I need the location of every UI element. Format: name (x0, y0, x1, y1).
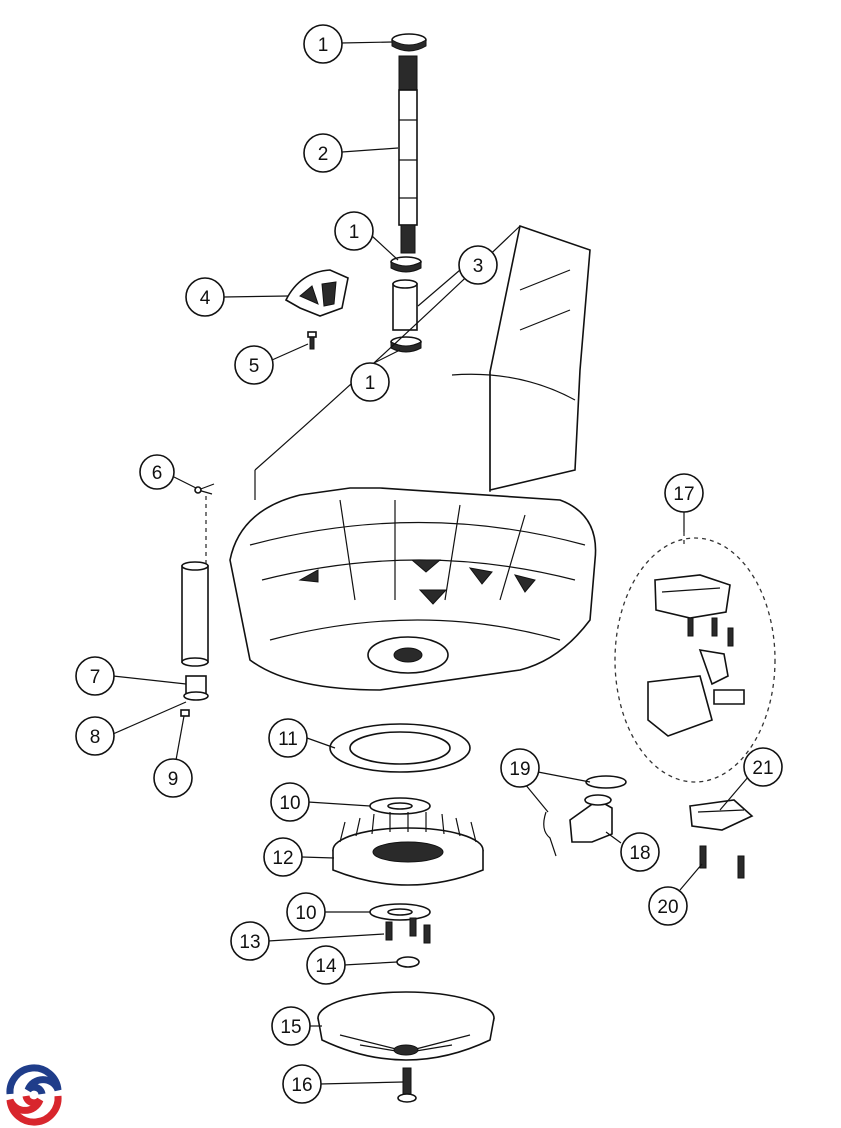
part-shaft (398, 55, 418, 254)
callout-15: 15 (271, 1006, 311, 1046)
part-clip (180, 709, 190, 717)
svg-text:9: 9 (168, 769, 179, 790)
callout-4: 4 (185, 277, 225, 317)
svg-text:12: 12 (272, 848, 293, 869)
part-bracket (284, 269, 349, 317)
svg-text:3: 3 (473, 256, 484, 277)
callout-7: 7 (75, 656, 115, 696)
part-bearing-middle (390, 256, 422, 273)
svg-text:5: 5 (249, 356, 260, 377)
leader-lines (112, 41, 750, 1085)
svg-text:16: 16 (291, 1075, 312, 1096)
callout-20: 20 (648, 886, 688, 926)
part-base-cover (317, 991, 495, 1061)
svg-text:20: 20 (657, 897, 678, 918)
svg-text:18: 18 (629, 843, 650, 864)
svg-text:2: 2 (318, 144, 329, 165)
part-nut (396, 956, 420, 968)
svg-text:7: 7 (90, 667, 101, 688)
svg-text:19: 19 (509, 759, 530, 780)
part-seal-ring (329, 723, 471, 773)
svg-text:11: 11 (278, 729, 298, 750)
svg-text:6: 6 (152, 463, 163, 484)
callout-2: 2 (303, 133, 343, 173)
callout-17: 17 (664, 473, 704, 513)
callout-18: 18 (620, 832, 660, 872)
callout-8: 8 (75, 716, 115, 756)
svg-text:1: 1 (349, 222, 360, 243)
callout-1c: 1 (350, 362, 390, 402)
callout-1a: 1 (303, 24, 343, 64)
svg-text:14: 14 (315, 956, 337, 977)
svg-text:17: 17 (673, 484, 694, 505)
part-drain-pump-group (614, 532, 776, 783)
callout-1b: 1 (334, 211, 374, 251)
part-bottom-screw (397, 1067, 417, 1103)
callout-5: 5 (234, 345, 274, 385)
svg-text:10: 10 (279, 793, 300, 814)
part-impeller (332, 812, 484, 886)
svg-text:1: 1 (318, 35, 329, 56)
svg-text:1: 1 (365, 373, 376, 394)
svg-text:10: 10 (295, 903, 316, 924)
callout-14: 14 (306, 945, 346, 985)
callout-11: 11 (268, 718, 308, 758)
callout-16: 16 (282, 1064, 322, 1104)
part-bearing-bottom (390, 336, 422, 353)
callout-10a: 10 (270, 782, 310, 822)
part-screws-set (385, 917, 431, 944)
svg-text:21: 21 (752, 758, 773, 779)
part-sleeve (392, 279, 418, 331)
part-elbow-hose (569, 794, 613, 843)
part-screw-small (307, 331, 317, 350)
svg-text:4: 4 (200, 288, 211, 309)
part-sensor-cap (183, 675, 209, 701)
callout-21: 21 (743, 747, 783, 787)
callout-19: 19 (500, 748, 540, 788)
part-gasket-upper (369, 797, 431, 815)
callout-9: 9 (153, 758, 193, 798)
callout-13: 13 (230, 921, 270, 961)
svg-text:15: 15 (280, 1017, 301, 1038)
brand-swirl-logo (4, 1064, 64, 1126)
part-sensor-tube (181, 561, 209, 667)
svg-text:8: 8 (90, 727, 101, 748)
part-bearing-top (391, 33, 427, 52)
part-mount-screws (699, 845, 745, 879)
callout-3: 3 (458, 245, 498, 285)
part-mount-clip (689, 799, 754, 831)
part-gasket-lower (369, 903, 431, 921)
callout-10b: 10 (286, 892, 326, 932)
svg-text:13: 13 (239, 932, 260, 953)
part-cotter-pin (194, 483, 215, 495)
part-pump-housing (229, 224, 597, 691)
part-hose-clamp (543, 775, 627, 857)
callout-6: 6 (139, 454, 175, 490)
callout-12: 12 (263, 837, 303, 877)
